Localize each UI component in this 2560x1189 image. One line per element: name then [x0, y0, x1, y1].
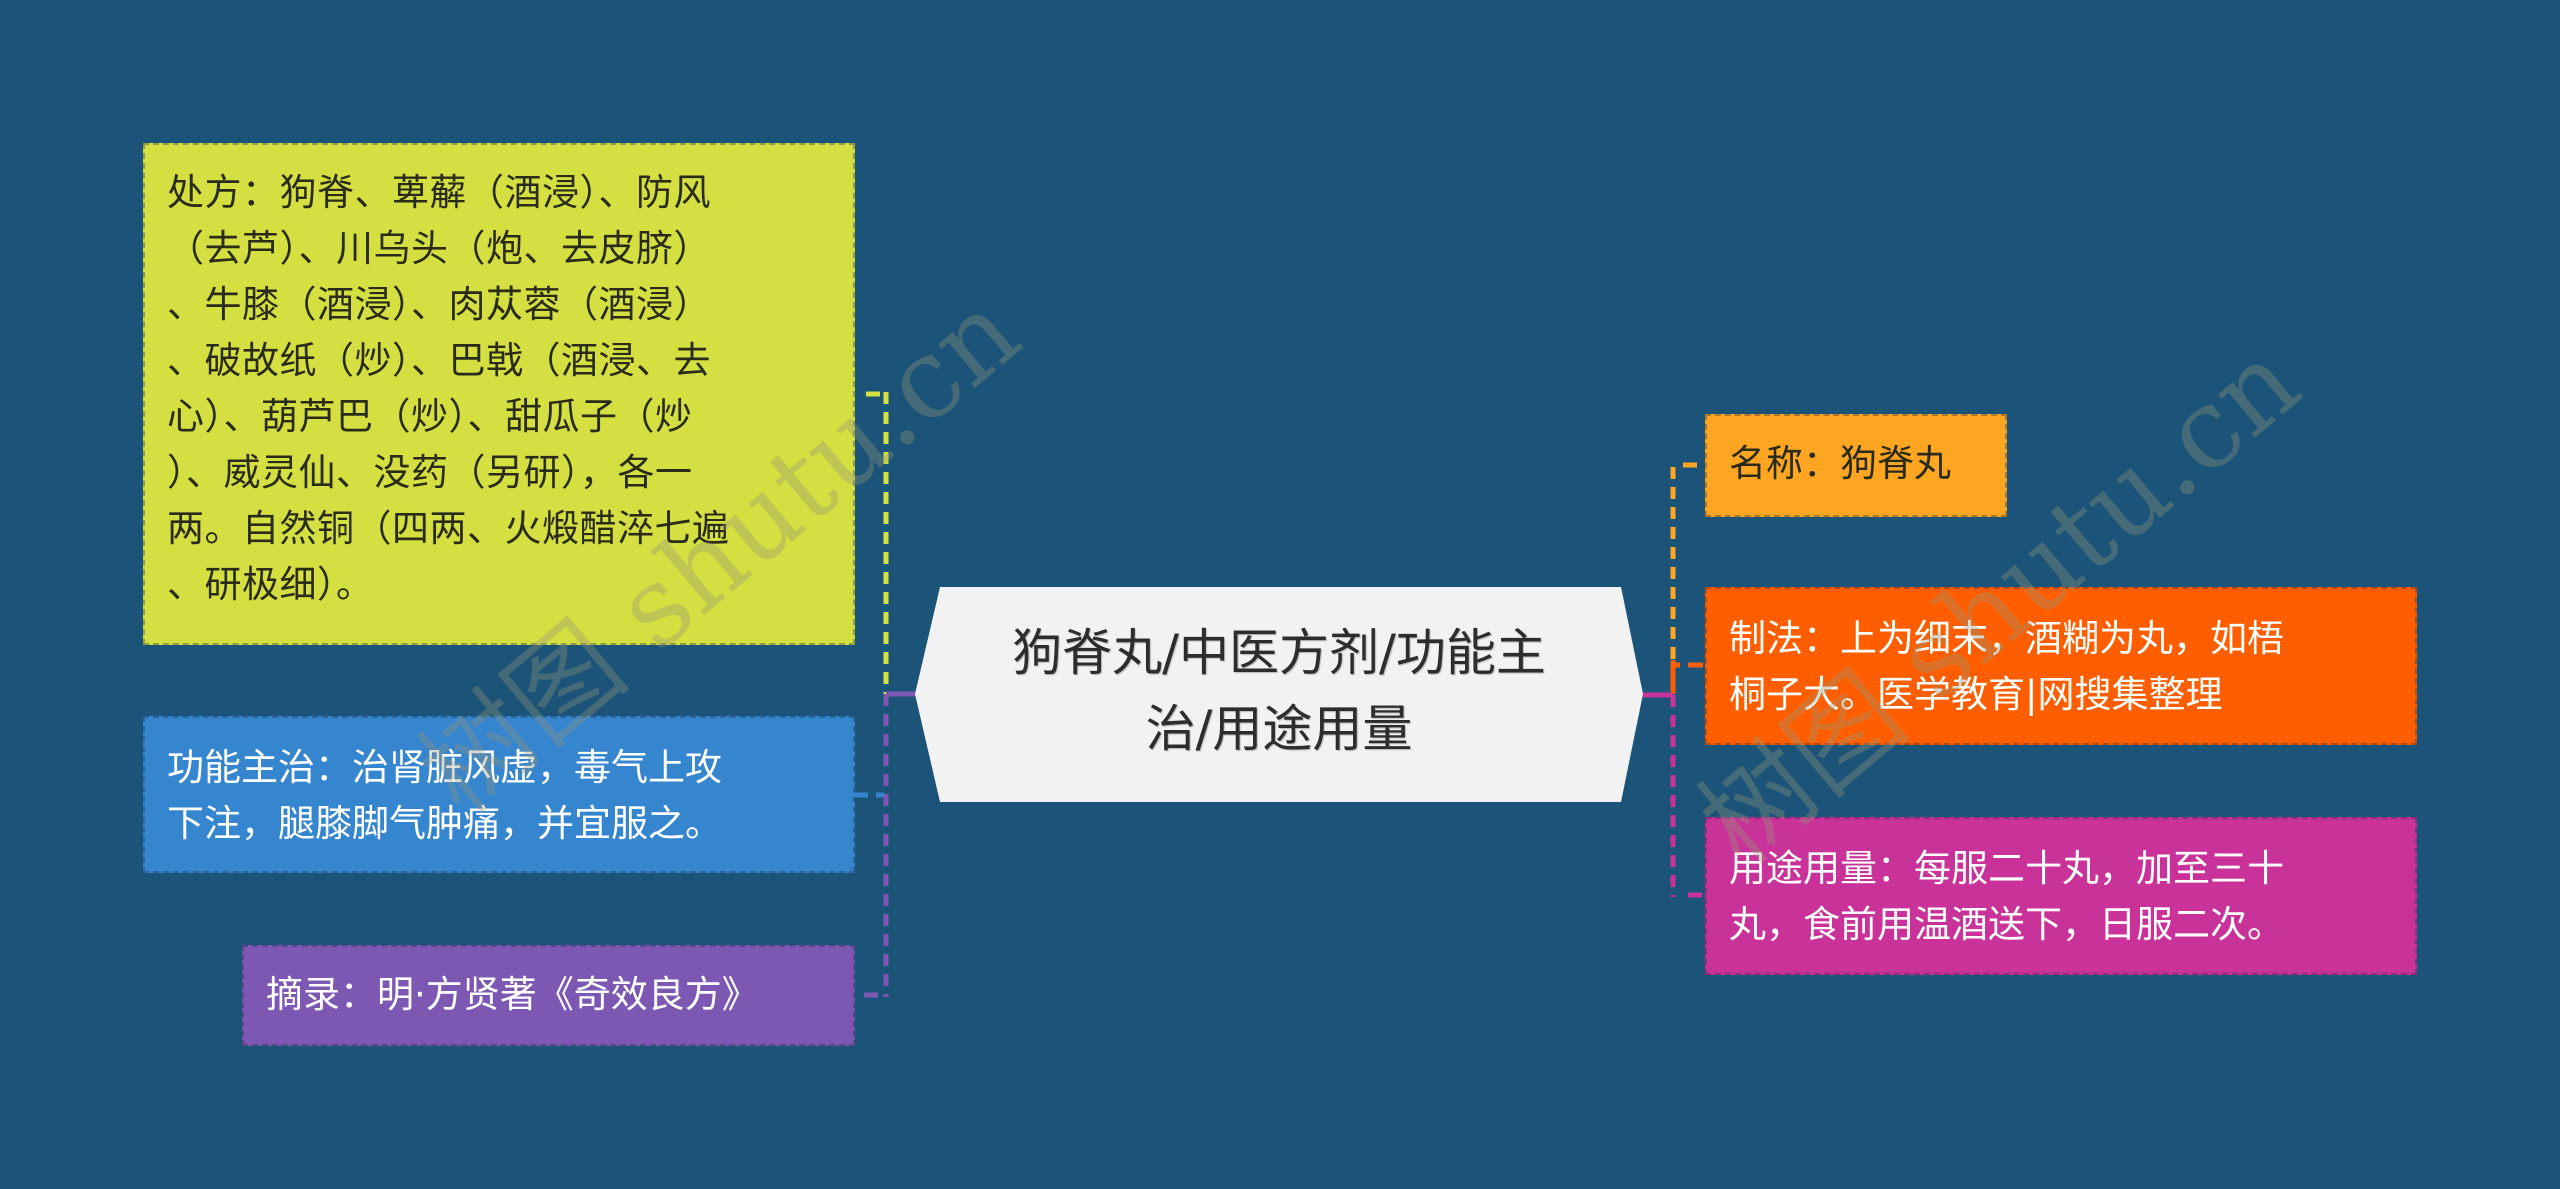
prescription-line: ）、威灵仙、没药（另研），各一: [167, 451, 693, 494]
central-title-line-2: 治/用途用量: [1145, 700, 1413, 758]
prescription-line: 、研极细）。: [167, 563, 374, 606]
name-line: 名称：狗脊丸: [1729, 442, 1951, 485]
prescription-line: 两。自然铜（四两、火煅醋淬七遍: [167, 507, 730, 550]
central-topic-title: 狗脊丸/中医方剂/功能主 治/用途用量: [955, 615, 1603, 767]
node-function[interactable]: 功能主治：治肾脏风虚，毒气上攻 下注，腿膝脚气肿痛，并宜服之。: [143, 716, 855, 873]
central-title-line-1: 狗脊丸/中医方剂/功能主: [1012, 624, 1546, 682]
central-topic[interactable]: 狗脊丸/中医方剂/功能主 治/用途用量: [915, 587, 1643, 802]
node-excerpt[interactable]: 摘录：明·方贤著《奇效良方》: [242, 945, 855, 1046]
usage-line: 丸，食前用温酒送下，日服二次。: [1729, 903, 2284, 946]
prescription-line: 、破故纸（炒）、巴戟（酒浸、去: [167, 339, 711, 382]
method-line: 制法：上为细末，酒糊为丸，如梧: [1729, 617, 2284, 660]
prescription-line: 心）、葫芦巴（炒）、甜瓜子（炒: [167, 395, 693, 438]
node-prescription[interactable]: 处方：狗脊、萆薢（酒浸）、防风 （去芦）、川乌头（炮、去皮脐） 、牛膝（酒浸）、…: [143, 143, 855, 645]
prescription-line: 、牛膝（酒浸）、肉苁蓉（酒浸）: [167, 283, 711, 326]
usage-line: 用途用量：每服二十丸，加至三十: [1729, 847, 2284, 890]
node-usage[interactable]: 用途用量：每服二十丸，加至三十 丸，食前用温酒送下，日服二次。: [1705, 817, 2417, 975]
excerpt-line: 摘录：明·方贤著《奇效良方》: [266, 973, 759, 1016]
prescription-line: （去芦）、川乌头（炮、去皮脐）: [167, 227, 711, 270]
central-topic-shape: [915, 587, 1643, 802]
prescription-line: 处方：狗脊、萆薢（酒浸）、防风: [167, 171, 711, 214]
function-line: 下注，腿膝脚气肿痛，并宜服之。: [167, 802, 722, 845]
node-method[interactable]: 制法：上为细末，酒糊为丸，如梧 桐子大。医学教育|网搜集整理: [1705, 587, 2417, 745]
function-line: 功能主治：治肾脏风虚，毒气上攻: [167, 746, 722, 789]
method-line: 桐子大。医学教育|网搜集整理: [1729, 673, 2223, 716]
node-name[interactable]: 名称：狗脊丸: [1705, 414, 2007, 517]
